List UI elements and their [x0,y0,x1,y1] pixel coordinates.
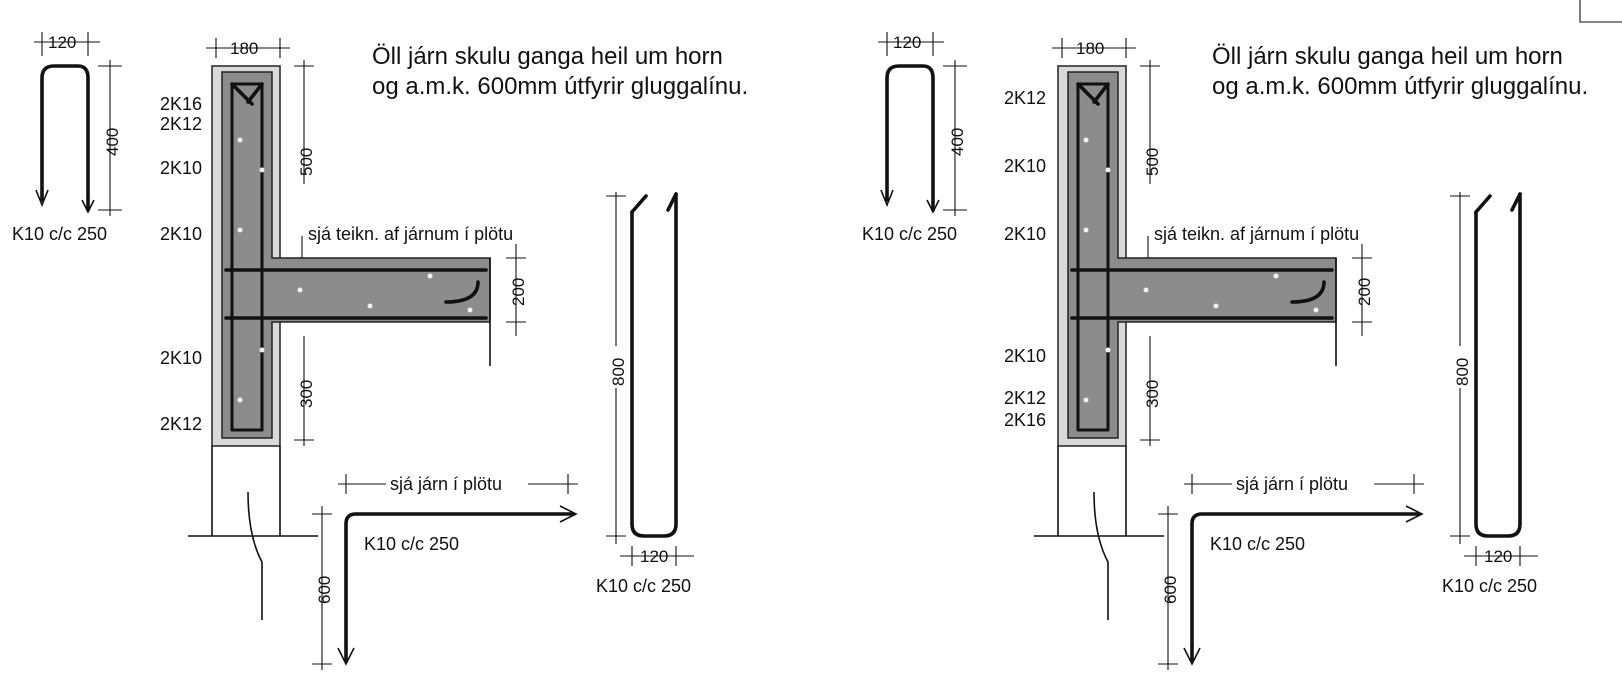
stirrup-hook [230,82,264,106]
bar-end-mark [880,189,894,208]
rebar-dots [237,137,473,403]
wall-slab-section: 180 500 300 200 2K16 2K12 2K10 2K10 2K10… [160,38,528,620]
top-dim: 500 [297,148,316,176]
l-bar: sjá járn í plötu K10 c/c 250 600 [312,472,578,670]
slab-note: sjá teikn. af járnum í plötu [308,224,513,244]
bar-end-mark [81,199,95,214]
bar-hook [630,192,678,214]
note-line-2: og a.m.k. 600mm útfyrir gluggalínu. [372,73,748,100]
wall-width-dim: 180 [1076,39,1104,58]
label-mask [1232,472,1374,494]
l-bar-dim: 600 [315,576,334,604]
rebar-label: 2K10 [160,158,202,178]
window-frame [1093,491,1109,620]
small-u-spec: K10 c/c 250 [862,224,957,244]
small-u-width-dim: 120 [893,33,921,52]
slab-note: sjá teikn. af járnum í plötu [1154,224,1359,244]
large-u-height-dim: 800 [609,358,628,386]
bar-end-mark [337,647,355,666]
l-bar-spec: K10 c/c 250 [364,534,459,554]
u-bar-shape [885,64,935,212]
small-u-width-dim: 120 [48,33,76,52]
large-u-width-dim: 120 [1484,547,1512,566]
rebar-dots [1083,137,1319,403]
small-u-bar: 120 400 K10 c/c 250 [862,32,967,244]
small-u-bar: 120 400 K10 c/c 250 [12,32,122,244]
rebar-label: 2K10 [1004,224,1046,244]
large-u-height-dim: 800 [1453,358,1472,386]
rebar-label: 2K16 [1004,410,1046,430]
u-bar-shape [1474,192,1522,538]
l-bar: sjá járn í plötu K10 c/c 250 600 [1158,472,1424,670]
rebar-label: 2K10 [160,348,202,368]
detail-2: 120 400 K10 c/c 250 [862,32,1588,670]
detail-1: 120 400 K10 c/c 250 [12,32,748,670]
wall-stirrup [1076,82,1110,432]
label-mask [386,472,528,494]
large-u-bar: 800 120 K10 c/c 250 [1442,192,1538,596]
small-u-spec: K10 c/c 250 [12,224,107,244]
top-dim: 500 [1143,148,1162,176]
rebar-label: 2K12 [1004,88,1046,108]
rebar-label: 2K12 [1004,388,1046,408]
slab-bar-hook [1290,280,1326,304]
l-bar-shape [1190,512,1420,662]
title-block-frame [1579,0,1622,23]
rebar-label: 2K10 [1004,156,1046,176]
rebar-label: 2K12 [160,414,202,434]
stirrup-hook [1076,82,1110,106]
label-mask [1450,346,1470,388]
slab-bar-note: sjá járn í plötu [1236,474,1348,494]
u-bar-shape [40,64,90,212]
rebar-label: 2K12 [160,114,202,134]
l-bar-shape [344,512,574,662]
slab-dim: 200 [509,278,528,306]
bottom-dim: 300 [297,380,316,408]
wall-slab-section: 180 500 300 200 2K12 2K10 2K10 2K10 2K12… [1004,38,1374,620]
large-u-spec: K10 c/c 250 [1442,576,1537,596]
note-line-1: Öll járn skulu ganga heil um horn [372,43,723,70]
rebar-label: 2K16 [160,94,202,114]
note-line-2: og a.m.k. 600mm útfyrir gluggalínu. [1212,73,1588,100]
bar-end-mark [559,505,578,523]
wall-below [188,446,281,537]
note-line-1: Öll járn skulu ganga heil um horn [1212,43,1563,70]
rebar-label: 2K10 [1004,346,1046,366]
label-mask [606,346,626,388]
l-bar-spec: K10 c/c 250 [1210,534,1305,554]
wall-below [1034,446,1127,537]
wall-width-dim: 180 [230,39,258,58]
large-u-spec: K10 c/c 250 [596,576,691,596]
bar-end-mark [35,189,49,208]
u-bar-shape [630,192,678,538]
bar-end-mark [1183,647,1201,666]
small-u-height-dim: 400 [948,128,967,156]
slab-dim: 200 [1355,278,1374,306]
large-u-width-dim: 120 [640,547,668,566]
rebar-label: 2K10 [160,224,202,244]
large-u-bar: 800 120 K10 c/c 250 [596,192,694,596]
small-u-height-dim: 400 [103,128,122,156]
bottom-dim: 300 [1143,380,1162,408]
slab-bar-hook [444,280,480,304]
l-bar-dim: 600 [1161,576,1180,604]
bar-end-mark [926,199,940,214]
bar-hook [1474,192,1522,214]
slab-bar-note: sjá járn í plötu [390,474,502,494]
window-frame [247,491,263,620]
bar-end-mark [1405,505,1424,523]
wall-stirrup [230,82,264,432]
